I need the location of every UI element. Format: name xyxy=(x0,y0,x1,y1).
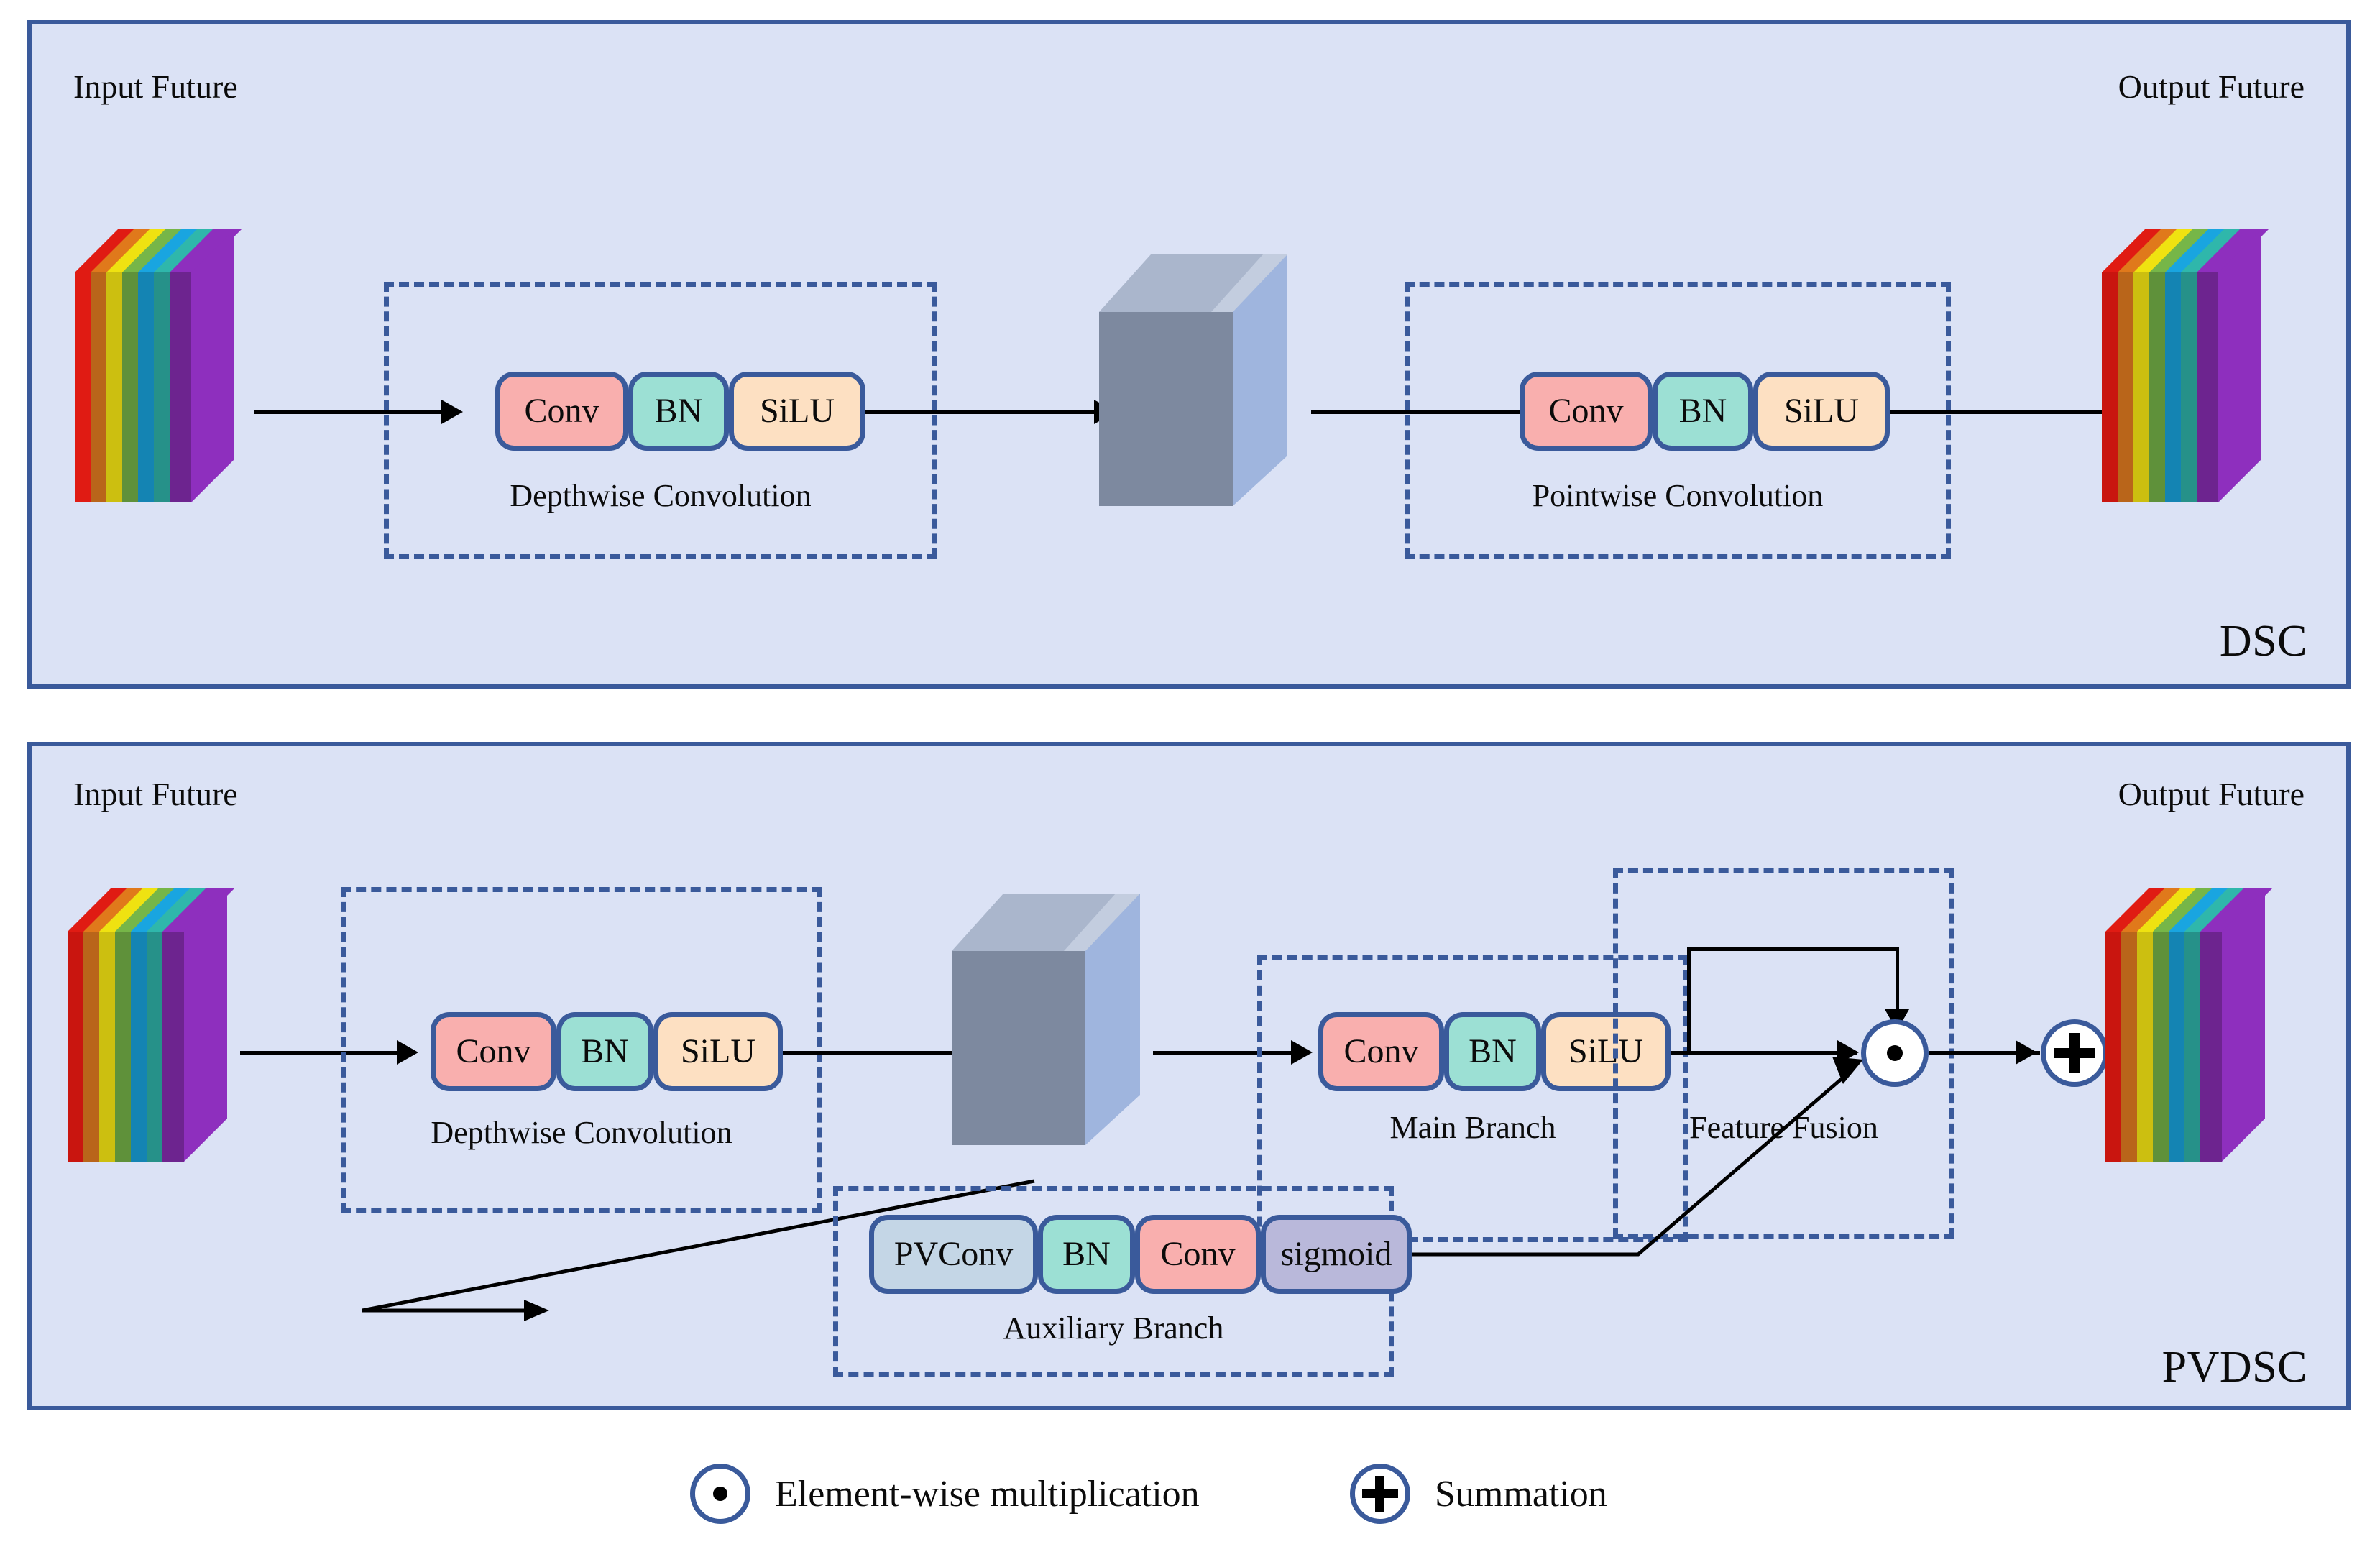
legend-multiplication-label: Element-wise multiplication xyxy=(775,1473,1200,1515)
pvdsc-aux-sigmoid-block[interactable]: sigmoid xyxy=(1261,1215,1412,1294)
dsc-arrow-depthwise-to-gray-line xyxy=(865,410,1110,414)
pvdsc-line-multiply-to-sum xyxy=(1929,1051,2040,1055)
dsc-arrow-input-to-depthwise-line xyxy=(254,410,445,414)
pvdsc-main-silu-block[interactable]: SiLU xyxy=(1541,1012,1671,1091)
legend-summation-label: Summation xyxy=(1435,1473,1607,1515)
dsc-depthwise-group-box xyxy=(384,282,937,559)
pvdsc-main-conv-block[interactable]: Conv xyxy=(1318,1012,1444,1091)
dsc-arrow-gray-to-pointwise-line xyxy=(1311,410,1548,414)
dsc-pointwise-silu-block[interactable]: SiLU xyxy=(1753,372,1890,451)
pvdsc-depthwise-conv-block[interactable]: Conv xyxy=(431,1012,556,1091)
pvdsc-aux-pvconv-block[interactable]: PVConv xyxy=(869,1215,1038,1294)
pvdsc-line-main-to-multiply xyxy=(1671,1051,1857,1055)
dsc-input-label: Input Future xyxy=(73,68,238,105)
pvdsc-elementwise-multiplication-operator[interactable] xyxy=(1861,1019,1929,1087)
pvdsc-aux-bn-block[interactable]: BN xyxy=(1038,1215,1135,1294)
dsc-output-label: Output Future xyxy=(2118,68,2305,105)
legend-dot-icon xyxy=(690,1464,750,1524)
pvdsc-arrow-input-to-depthwise-head xyxy=(397,1040,418,1065)
dsc-depthwise-silu-block[interactable]: SiLU xyxy=(729,372,865,451)
pvdsc-main-bn-block[interactable]: BN xyxy=(1444,1012,1541,1091)
pvdsc-auxiliary-branch-caption: Auxiliary Branch xyxy=(1003,1310,1224,1346)
pvdsc-output-feature-cube xyxy=(2105,874,2335,1176)
pvdsc-skip-vertical-left xyxy=(1687,947,1691,1052)
pvdsc-arrowhead-into-sum xyxy=(2016,1040,2037,1065)
pvdsc-panel: Input Future Output Future Conv BN SiLU … xyxy=(27,742,2351,1410)
plus-icon xyxy=(2054,1033,2095,1073)
pvdsc-depthwise-caption: Depthwise Convolution xyxy=(431,1115,732,1150)
dsc-depthwise-conv-block[interactable]: Conv xyxy=(495,372,628,451)
pvdsc-arrow-input-to-depthwise-line xyxy=(240,1051,402,1055)
pvdsc-output-label: Output Future xyxy=(2118,776,2305,812)
dot-icon xyxy=(1887,1045,1903,1061)
dot-glyph-icon xyxy=(713,1487,727,1501)
pvdsc-main-branch-group-box xyxy=(1257,955,1688,1242)
pvdsc-arrow-depthwise-to-gray-line xyxy=(783,1051,966,1055)
pvdsc-intermediate-feature-cube xyxy=(952,872,1239,1174)
pvdsc-skip-vertical-right xyxy=(1896,947,1899,1014)
pvdsc-aux-conv-block[interactable]: Conv xyxy=(1135,1215,1261,1294)
dsc-depthwise-caption: Depthwise Convolution xyxy=(510,478,812,513)
pvdsc-summation-operator[interactable] xyxy=(2041,1019,2108,1087)
pvdsc-depthwise-silu-block[interactable]: SiLU xyxy=(653,1012,783,1091)
dsc-intermediate-feature-cube xyxy=(1099,233,1387,535)
pvdsc-branch-split-path xyxy=(362,1179,1035,1321)
pvdsc-depthwise-group-box xyxy=(341,887,822,1213)
pvdsc-skip-horizontal xyxy=(1687,947,1899,951)
dsc-panel-label: DSC xyxy=(2219,617,2307,666)
pvdsc-arrow-gray-to-main-line xyxy=(1153,1051,1308,1055)
pvdsc-arrow-gray-to-main-head xyxy=(1291,1040,1313,1065)
pvdsc-main-branch-caption: Main Branch xyxy=(1389,1110,1556,1145)
pvdsc-input-label: Input Future xyxy=(73,776,238,812)
dsc-panel: Input Future Output Future Conv BN SiLU … xyxy=(27,20,2351,689)
dsc-input-feature-cube xyxy=(75,215,305,517)
plus-glyph-icon xyxy=(1362,1476,1398,1512)
pvdsc-auxiliary-to-multiply-path xyxy=(1412,1057,1863,1257)
dsc-pointwise-caption: Pointwise Convolution xyxy=(1532,478,1824,513)
dsc-arrow-input-to-depthwise-head xyxy=(441,400,463,424)
legend-plus-icon xyxy=(1350,1464,1410,1524)
dsc-pointwise-bn-block[interactable]: BN xyxy=(1653,372,1753,451)
pvdsc-depthwise-bn-block[interactable]: BN xyxy=(556,1012,653,1091)
pvdsc-input-feature-cube xyxy=(68,874,298,1176)
dsc-pointwise-group-box xyxy=(1405,282,1951,559)
pvdsc-panel-label: PVDSC xyxy=(2161,1343,2307,1392)
dsc-depthwise-bn-block[interactable]: BN xyxy=(628,372,729,451)
dsc-output-feature-cube xyxy=(2102,215,2332,517)
dsc-arrow-pointwise-to-output-line xyxy=(1890,410,2163,414)
legend-item-summation: Summation xyxy=(1350,1464,1607,1524)
dsc-pointwise-conv-block[interactable]: Conv xyxy=(1520,372,1653,451)
legend-item-multiplication: Element-wise multiplication xyxy=(690,1464,1200,1524)
